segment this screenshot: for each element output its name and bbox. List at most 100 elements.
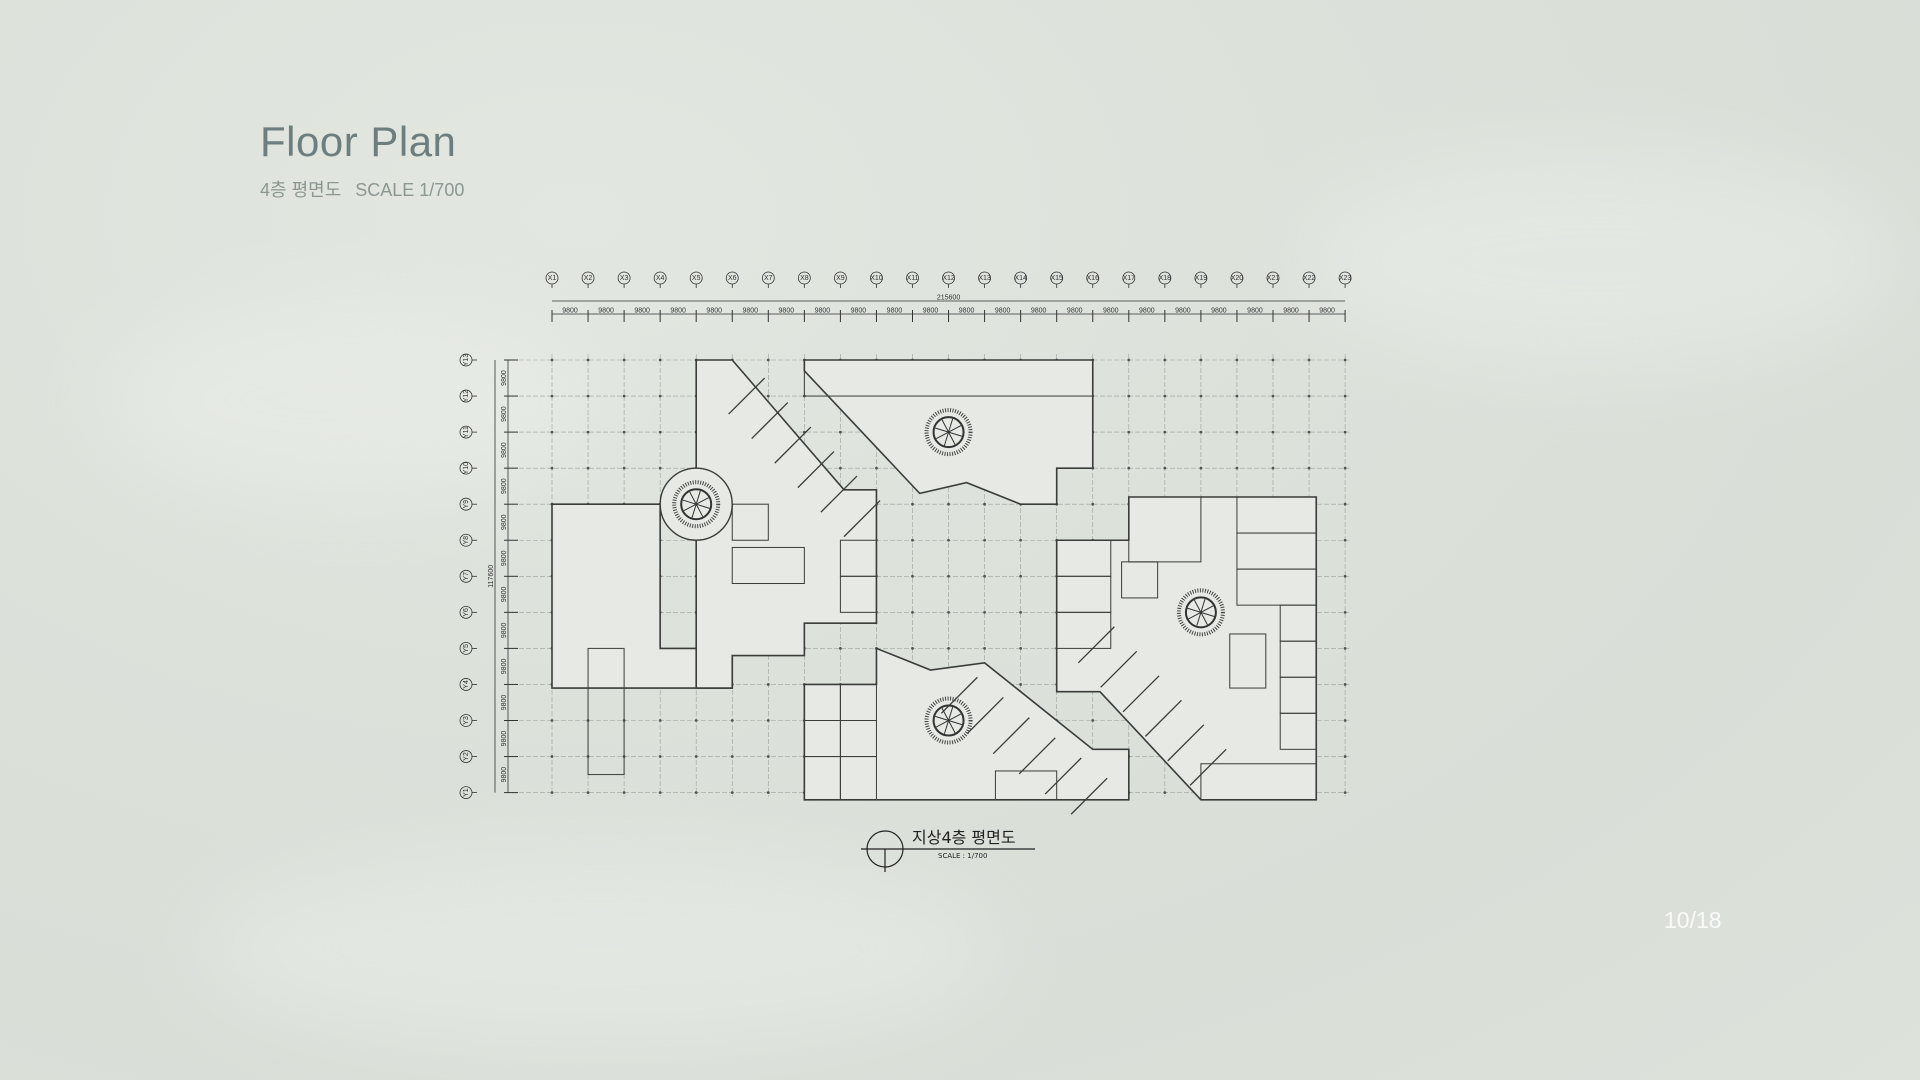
column-dot xyxy=(586,358,590,362)
axis-label-x: X14 xyxy=(1014,275,1027,282)
axis-label-x: X18 xyxy=(1159,275,1172,282)
column-dot xyxy=(622,394,626,398)
corridor-partition xyxy=(797,451,835,489)
column-dot xyxy=(983,502,986,506)
dimension-label-x: 9800 xyxy=(1067,308,1083,315)
room xyxy=(731,503,769,541)
axis-label-y: Y8 xyxy=(463,536,470,545)
dimension-label-y: 9800 xyxy=(501,370,508,386)
dimension-label-y: 9800 xyxy=(501,731,508,747)
column-dot xyxy=(1235,394,1239,398)
dimension-label-y: 9800 xyxy=(501,550,508,566)
column-dot xyxy=(1127,430,1131,434)
axis-label-x: X10 xyxy=(870,275,883,282)
dimension-label-x: 9800 xyxy=(598,308,614,315)
corridor-partition xyxy=(1018,737,1056,775)
axis-label-x: X11 xyxy=(907,275,919,282)
spiral-stair-core xyxy=(680,488,713,521)
column-dot xyxy=(911,502,914,506)
dimension-label-x: 9800 xyxy=(706,308,722,315)
corridor-partition xyxy=(1144,699,1182,737)
axis-label-y: Y6 xyxy=(463,608,470,617)
column-dot xyxy=(1127,394,1131,398)
total-depth-label: 117600 xyxy=(488,565,495,588)
column-dot xyxy=(622,466,626,470)
spiral-stair-core xyxy=(932,704,965,737)
column-dot xyxy=(766,394,770,398)
column-dot xyxy=(658,466,662,470)
spiral-stair-icon xyxy=(924,696,973,745)
dimension-label-y: 9800 xyxy=(501,406,508,422)
dimension-label-y: 9800 xyxy=(501,586,508,602)
column-dot xyxy=(947,610,950,614)
dimension-label-x: 9800 xyxy=(1283,308,1299,315)
spiral-stair-icon xyxy=(1176,588,1225,637)
axis-label-x: X17 xyxy=(1123,275,1136,282)
axis-label-x: X6 xyxy=(728,275,737,282)
column-dot xyxy=(766,719,770,722)
column-dot xyxy=(947,574,950,578)
dimension-label-y: 9800 xyxy=(501,514,508,530)
column-dot xyxy=(766,791,770,794)
column-dot xyxy=(1019,647,1023,650)
dimension-label-x: 9800 xyxy=(779,308,795,315)
column-dot xyxy=(730,719,734,722)
column-dot xyxy=(550,358,554,362)
building-wing xyxy=(695,359,878,689)
room xyxy=(1121,561,1159,599)
column-dot xyxy=(1271,466,1275,470)
dimension-label-x: 9800 xyxy=(742,308,758,315)
column-dot xyxy=(1343,683,1347,686)
column-dot xyxy=(839,430,842,434)
column-dot xyxy=(658,430,662,434)
axis-label-y: Y11 xyxy=(463,426,470,438)
column-dot xyxy=(1343,394,1347,398)
axis-label-x: X9 xyxy=(836,275,845,282)
dimension-label-x: 9800 xyxy=(1211,308,1227,315)
axis-label-y: Y4 xyxy=(463,680,470,689)
dimension-label-y: 9800 xyxy=(501,695,508,711)
room xyxy=(587,647,625,776)
corridor-partition xyxy=(1070,777,1108,815)
column-dot xyxy=(694,791,698,794)
corridor-partition xyxy=(1189,748,1227,786)
column-dot xyxy=(658,791,662,794)
column-dot xyxy=(1343,466,1347,470)
dimension-label-y: 9800 xyxy=(501,442,508,458)
axis-label-y: Y10 xyxy=(463,462,470,475)
column-dot xyxy=(1235,358,1239,362)
column-dot xyxy=(766,683,770,686)
dimension-label-y: 9800 xyxy=(501,767,508,783)
dimension-label-x: 9800 xyxy=(851,308,867,315)
column-dot xyxy=(983,647,986,650)
column-dot xyxy=(1343,502,1347,506)
axis-label-x: X23 xyxy=(1339,275,1352,282)
dimension-label-x: 9800 xyxy=(1139,308,1155,315)
corridor-partition xyxy=(751,402,789,440)
spiral-stair-core xyxy=(932,416,965,449)
corridor-partition xyxy=(728,377,766,415)
page-title: Floor Plan xyxy=(260,118,457,165)
dimension-label-x: 9800 xyxy=(1175,308,1191,315)
column-dot xyxy=(586,791,590,794)
column-dot xyxy=(947,647,950,650)
room xyxy=(1200,763,1317,801)
drawing-caption-title: 지상4층 평면도 xyxy=(912,828,1016,847)
column-dot xyxy=(1343,647,1347,650)
drawing-caption-scale: SCALE : 1/700 xyxy=(938,852,988,860)
dimension-label-x: 9800 xyxy=(1319,308,1335,315)
column-dot xyxy=(622,791,626,794)
column-dot xyxy=(586,394,590,398)
axis-label-x: X20 xyxy=(1231,275,1244,282)
column-dot xyxy=(1343,430,1347,434)
column-dot xyxy=(911,574,914,578)
axis-label-x: X12 xyxy=(942,275,955,282)
column-dot xyxy=(1019,538,1023,542)
column-dot xyxy=(1307,394,1311,398)
column-dot xyxy=(1343,719,1347,722)
column-dot xyxy=(658,719,662,722)
column-dot xyxy=(1307,358,1311,362)
corridor-partition xyxy=(843,500,881,538)
column-dot xyxy=(1019,683,1023,686)
dimension-label-x: 9800 xyxy=(959,308,975,315)
